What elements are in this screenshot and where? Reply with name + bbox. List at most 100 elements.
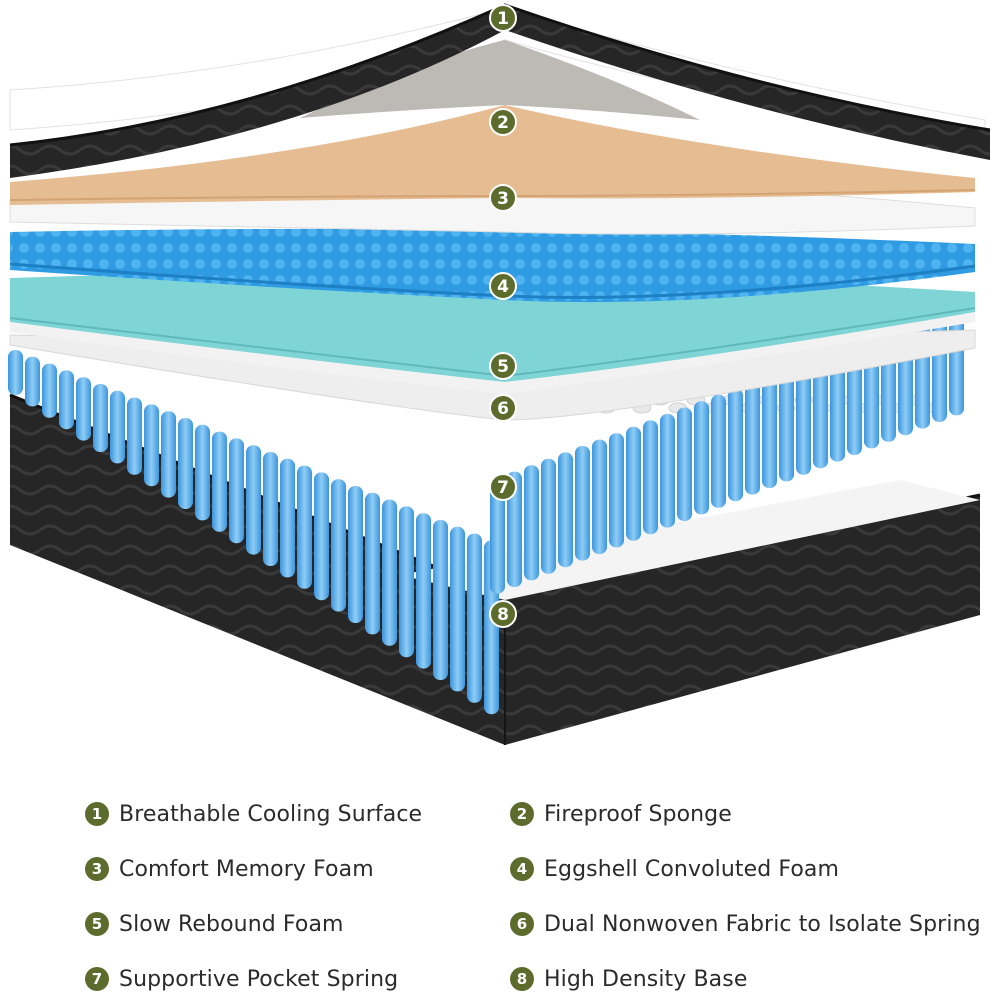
legend-badge: 7 [85,967,109,991]
pocket-spring-coil [524,465,539,581]
pocket-spring-coil [399,506,414,658]
badge-circle [489,352,517,380]
pocket-spring-coil [592,439,607,554]
legend-label: Breathable Cooling Surface [119,801,423,827]
legend-badge: 5 [85,912,109,936]
badge-number: 6 [497,399,509,419]
pocket-spring-coil [416,513,431,669]
pocket-spring-coil [677,407,692,521]
pocket-spring-coil [263,452,278,566]
legend-item-3: 3 Comfort Memory Foam [85,854,374,884]
legend-item-4: 4 Eggshell Convoluted Foam [510,854,839,884]
pocket-spring-coil [42,363,57,418]
pocket-spring-coil [212,431,227,532]
diagram-badge-4: 4 [489,272,517,300]
legend-item-8: 8 High Density Base [510,964,747,994]
legend-label: High Density Base [544,966,748,992]
diagram-badge-1: 1 [489,4,517,32]
badge-number: 3 [497,189,509,209]
pocket-spring-coil [229,438,244,544]
badge-circle [489,600,517,628]
legend-badge: 8 [510,967,534,991]
badge-number: 2 [497,113,509,133]
legend-item-6: 6 Dual Nonwoven Fabric to Isolate Spring [510,909,981,939]
badge-number: 1 [497,9,509,29]
pocket-spring-coil [382,499,397,646]
legend-item-1: 1 Breathable Cooling Surface [85,799,422,829]
badge-number: 5 [497,357,509,377]
pocket-spring-coil [314,472,329,601]
pocket-spring-coil [796,362,811,475]
pocket-spring-coil [127,397,142,475]
pocket-spring-coil [433,520,448,680]
pocket-spring-coil [660,414,675,528]
legend-label: Slow Rebound Foam [119,911,344,937]
legend-item-2: 2 Fireproof Sponge [510,799,732,829]
badge-circle [489,272,517,300]
pocket-spring-coil [8,350,23,395]
pocket-spring-coil [331,479,346,612]
diagram-badge-6: 6 [489,394,517,422]
badge-circle [489,4,517,32]
legend-label: Eggshell Convoluted Foam [544,856,840,882]
pocket-spring-coil [246,445,261,555]
diagram-badge-7: 7 [489,473,517,501]
diagram-badge-2: 2 [489,108,517,136]
diagram-badge-3: 3 [489,184,517,212]
pocket-spring-coil [541,458,556,574]
diagram-badge-5: 5 [489,352,517,380]
pocket-spring-coil [76,377,91,441]
legend-label: Fireproof Sponge [544,801,732,827]
pocket-spring-coil [745,382,760,495]
pocket-spring-coil [694,401,709,515]
legend-badge: 6 [510,912,534,936]
pocket-spring-coil [195,424,210,521]
badge-circle [489,394,517,422]
pocket-spring-coil [450,526,465,692]
pocket-spring-coil [297,465,312,589]
layer-pocket-spring [8,305,964,715]
badge-number: 4 [497,277,509,297]
pocket-spring-coil [178,418,193,509]
layer-legend: 1 Breathable Cooling Surface 2 Fireproof Sp… [0,790,1000,1000]
badge-circle [489,184,517,212]
diagram-badge-8: 8 [489,600,517,628]
pocket-spring-coil [507,471,522,587]
pocket-spring-coil [728,388,743,502]
badge-circle [489,473,517,501]
pocket-spring-coil [93,384,108,452]
legend-item-5: 5 Slow Rebound Foam [85,909,344,939]
pocket-spring-coil [558,452,573,568]
pocket-spring-coil [59,370,74,430]
layer-cooling-surface [9,3,991,178]
pocket-spring-coil [762,375,777,488]
legend-badge: 2 [510,802,534,826]
pocket-spring-coil [609,433,624,548]
legend-label: Dual Nonwoven Fabric to Isolate Spring [544,911,981,937]
legend-badge: 4 [510,857,534,881]
badge-number: 8 [497,605,509,625]
pocket-spring-coil [643,420,658,535]
pocket-spring-coil [144,404,159,487]
legend-label: Comfort Memory Foam [119,856,374,882]
pocket-spring-coil [813,356,828,469]
pocket-spring-coil [830,350,845,462]
legend-badge: 3 [85,857,109,881]
badge-circle [489,108,517,136]
pocket-spring-coil [711,394,726,508]
pocket-spring-coil [575,446,590,561]
legend-badge: 1 [85,802,109,826]
pocket-spring-coil [626,426,641,541]
pocket-spring-coil [779,369,794,482]
badge-number: 7 [497,478,509,498]
pocket-spring-coil [25,356,40,407]
layer-number-badges: 1 2 3 4 5 6 7 8 [489,4,517,628]
mattress-illustration: 1 2 3 4 5 6 7 8 [8,3,991,745]
pocket-spring-coil [348,486,363,623]
pocket-spring-coil [490,478,505,594]
pocket-spring-coil [161,411,176,498]
pocket-spring-coil [110,390,125,464]
pocket-spring-coil [365,492,380,635]
